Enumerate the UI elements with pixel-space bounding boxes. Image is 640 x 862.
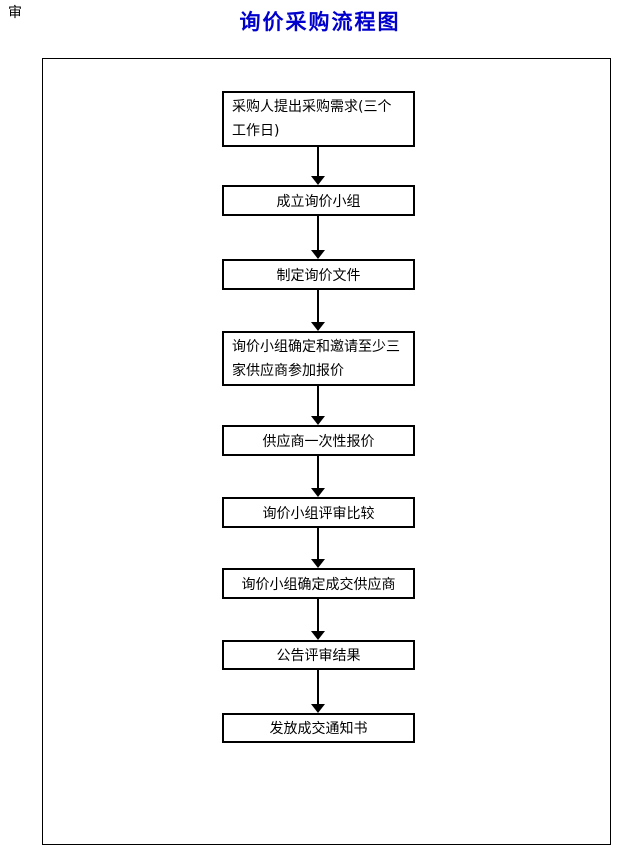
- arrow-down-icon: [311, 386, 325, 425]
- flow-step-2: 成立询价小组: [222, 185, 415, 216]
- arrow-shaft: [317, 528, 319, 559]
- arrow-shaft: [317, 147, 319, 176]
- flow-step-9-label: 发放成交通知书: [269, 721, 368, 737]
- page-title: 询价采购流程图: [239, 10, 401, 34]
- arrow-shaft: [317, 670, 319, 704]
- arrow-shaft: [317, 599, 319, 631]
- arrow-down-icon: [311, 216, 325, 259]
- arrow-head: [311, 322, 325, 331]
- arrow-head: [311, 704, 325, 713]
- arrow-shaft: [317, 216, 319, 250]
- arrow-down-icon: [311, 147, 325, 185]
- flow-step-8-label: 公告评审结果: [276, 648, 361, 664]
- flowchart-canvas: 采购人提出采购需求(三个工作日) 成立询价小组 制定询价文件 询价小组确定和邀请…: [42, 58, 611, 845]
- flow-step-3: 制定询价文件: [222, 259, 415, 290]
- flow-step-4: 询价小组确定和邀请至少三家供应商参加报价: [222, 331, 415, 386]
- arrow-down-icon: [311, 528, 325, 568]
- arrow-down-icon: [311, 599, 325, 640]
- arrow-head: [311, 559, 325, 568]
- flow-step-3-label: 制定询价文件: [276, 267, 361, 284]
- flow-step-8: 公告评审结果: [222, 640, 415, 670]
- arrow-shaft: [317, 386, 319, 416]
- flow-step-5-label: 供应商一次性报价: [262, 433, 375, 450]
- corner-mark: 审: [8, 5, 22, 21]
- flow-step-5: 供应商一次性报价: [222, 425, 415, 456]
- flow-step-4-label: 询价小组确定和邀请至少三家供应商参加报价: [232, 339, 400, 379]
- arrow-down-icon: [311, 456, 325, 497]
- arrow-head: [311, 631, 325, 640]
- arrow-head: [311, 488, 325, 497]
- arrow-head: [311, 250, 325, 259]
- arrow-down-icon: [311, 290, 325, 331]
- flow-step-1-label: 采购人提出采购需求(三个工作日): [232, 99, 392, 139]
- arrow-shaft: [317, 290, 319, 322]
- flow-step-7: 询价小组确定成交供应商: [222, 568, 415, 599]
- flow-step-7-label: 询价小组确定成交供应商: [241, 576, 396, 593]
- flow-step-9: 发放成交通知书: [222, 713, 415, 743]
- flow-step-2-label: 成立询价小组: [276, 193, 361, 210]
- flow-step-6-label: 询价小组评审比较: [262, 505, 375, 522]
- arrow-shaft: [317, 456, 319, 488]
- flow-step-6: 询价小组评审比较: [222, 497, 415, 528]
- flow-step-1: 采购人提出采购需求(三个工作日): [222, 91, 415, 147]
- arrow-down-icon: [311, 670, 325, 713]
- arrow-head: [311, 176, 325, 185]
- arrow-head: [311, 416, 325, 425]
